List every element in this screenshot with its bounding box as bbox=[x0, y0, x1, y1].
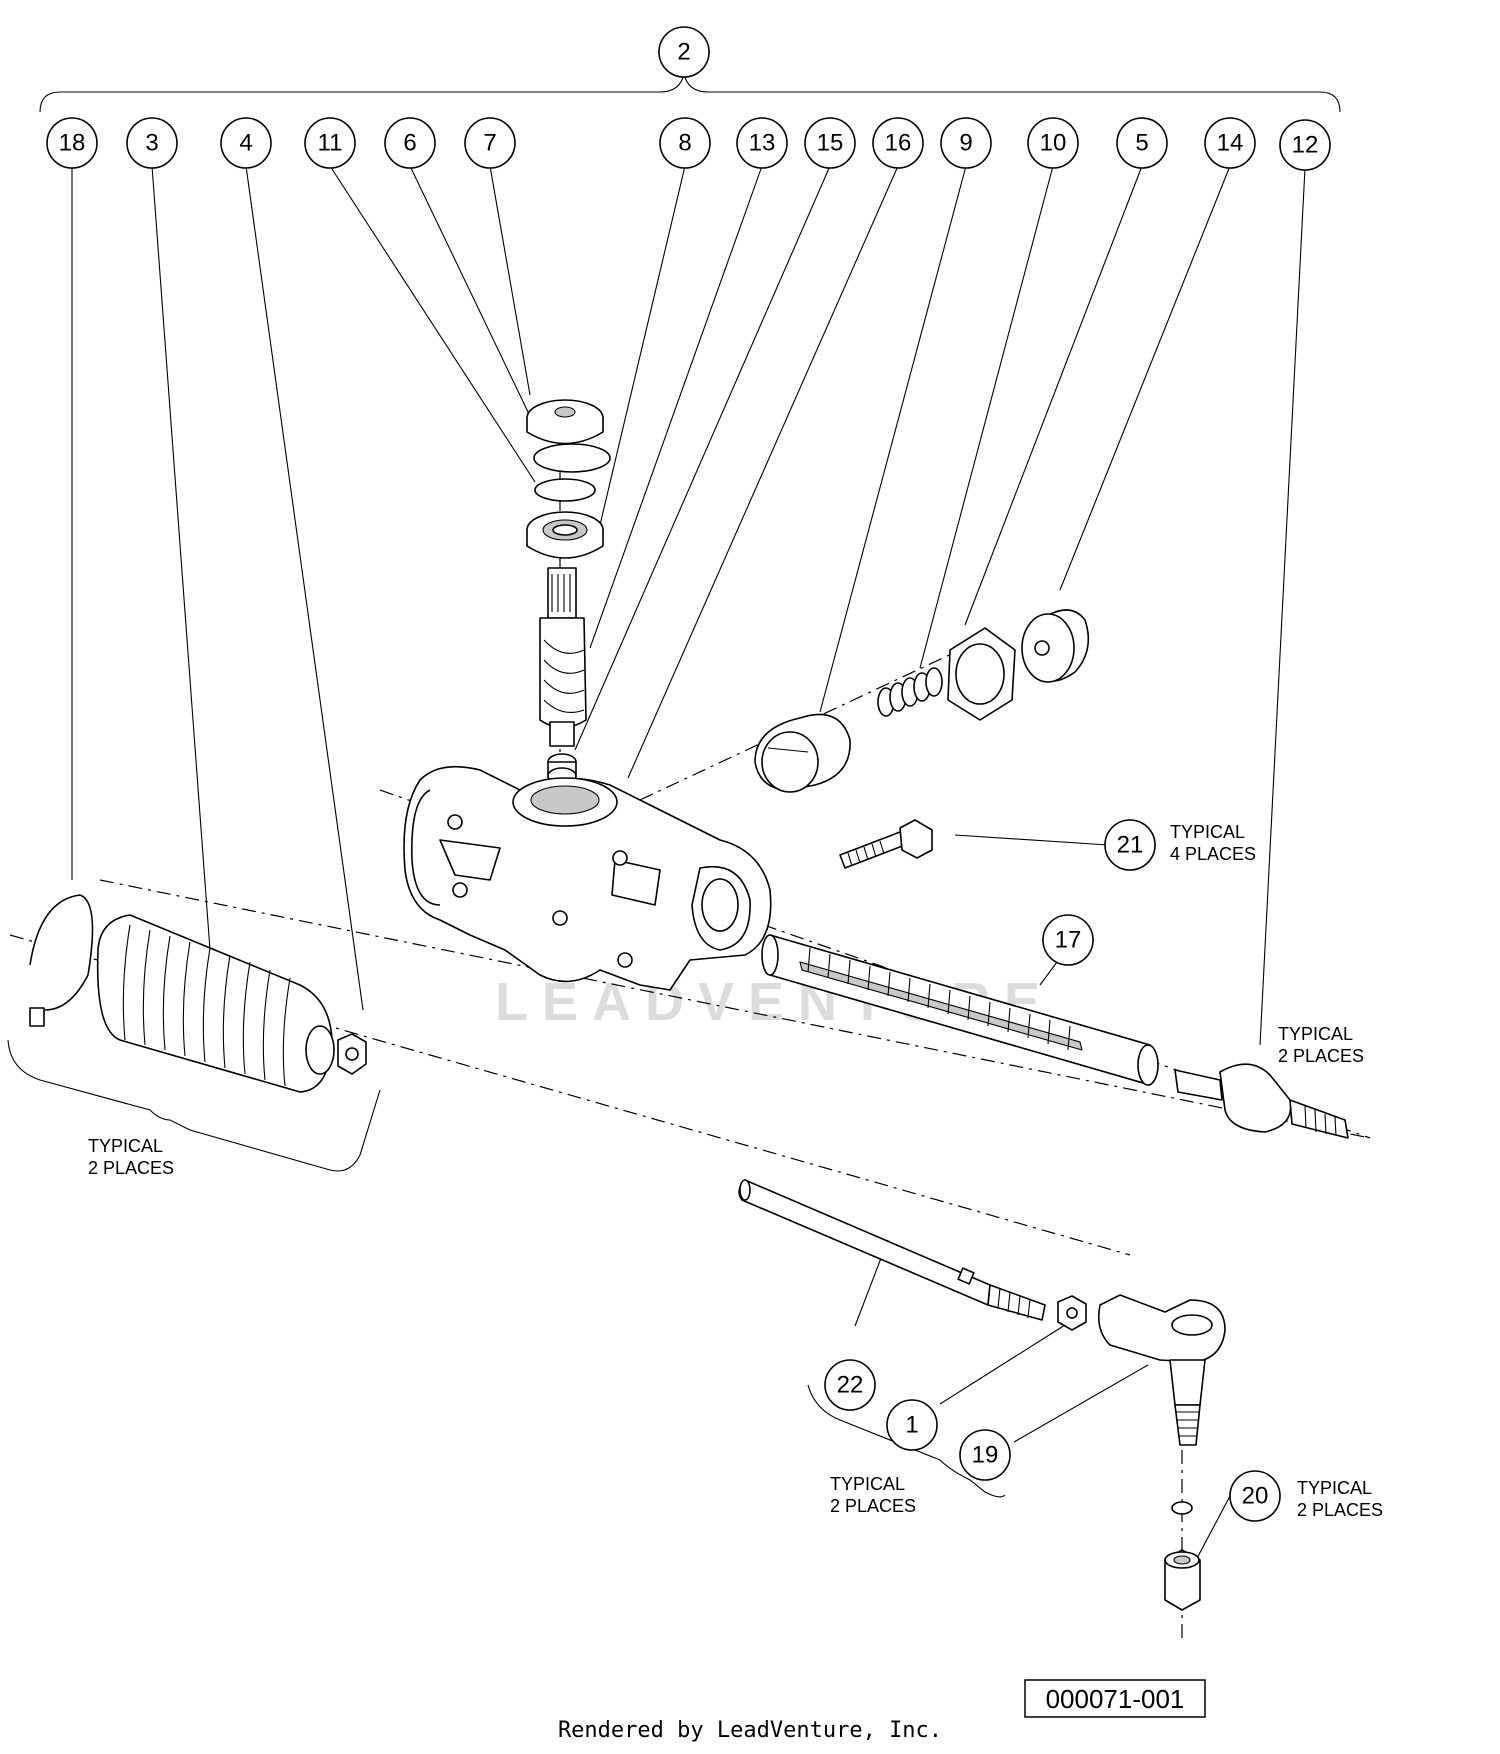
svg-text:2: 2 bbox=[677, 39, 690, 66]
callout-label: 5 bbox=[1135, 130, 1148, 157]
svg-text:TYPICAL: TYPICAL bbox=[1170, 822, 1245, 842]
adjuster-plug bbox=[1021, 609, 1090, 683]
note-20: TYPICAL 2 PLACES bbox=[1297, 1478, 1383, 1520]
callout-label: 17 bbox=[1055, 927, 1082, 954]
steering-rack bbox=[761, 934, 1159, 1086]
pinion-bearing bbox=[526, 511, 604, 559]
svg-text:2 PLACES: 2 PLACES bbox=[830, 1496, 916, 1516]
washer-small bbox=[1171, 1501, 1193, 1515]
callout-label: 4 bbox=[239, 130, 252, 157]
mounting-bolt bbox=[839, 819, 933, 869]
svg-text:000071-001: 000071-001 bbox=[1046, 1684, 1185, 1714]
callout-label: 18 bbox=[59, 130, 86, 157]
callout-17: 17 bbox=[1042, 914, 1094, 966]
outer-tie-rod-end bbox=[1097, 1294, 1226, 1446]
callout-9: 9 bbox=[940, 117, 992, 169]
callout-11: 11 bbox=[304, 117, 356, 169]
steering-housing bbox=[403, 765, 772, 991]
callout-label: 21 bbox=[1117, 832, 1144, 859]
callout-4: 4 bbox=[220, 117, 272, 169]
boot-typical-bracket bbox=[7, 1039, 381, 1172]
tie-rod-jam-nut bbox=[1057, 1295, 1087, 1331]
callout-22: 22 bbox=[824, 1359, 876, 1411]
jam-nut bbox=[337, 1033, 367, 1075]
callout-2: 2 bbox=[658, 26, 710, 78]
callout-19: 19 bbox=[959, 1429, 1011, 1481]
tie-rod-typical-bracket bbox=[807, 1384, 1006, 1498]
leader-lines bbox=[71, 165, 1306, 1563]
callout-label: 7 bbox=[483, 130, 496, 157]
callout-10: 10 bbox=[1027, 117, 1079, 169]
svg-text:2 PLACES: 2 PLACES bbox=[88, 1158, 174, 1178]
callout-label: 8 bbox=[678, 130, 691, 157]
callout-6: 6 bbox=[384, 117, 436, 169]
callout-label: 20 bbox=[1242, 1483, 1269, 1510]
assembly-bracket bbox=[39, 73, 1341, 113]
callout-12: 12 bbox=[1279, 119, 1331, 171]
svg-text:2 PLACES: 2 PLACES bbox=[1297, 1500, 1383, 1520]
callout-13: 13 bbox=[736, 117, 788, 169]
callout-label: 9 bbox=[959, 130, 972, 157]
callout-7: 7 bbox=[464, 117, 516, 169]
tie-rod-tube bbox=[738, 1179, 1046, 1321]
svg-text:2 PLACES: 2 PLACES bbox=[1278, 1046, 1364, 1066]
pinion-gear bbox=[539, 567, 587, 747]
render-credit: Rendered by LeadVenture, Inc. bbox=[557, 1718, 943, 1743]
note-boot: TYPICAL 2 PLACES bbox=[88, 1136, 174, 1178]
callout-16: 16 bbox=[872, 117, 924, 169]
bellows-boot bbox=[96, 914, 335, 1093]
callout-label: 19 bbox=[972, 1442, 999, 1469]
callout-1: 1 bbox=[886, 1399, 938, 1451]
yoke-spring bbox=[877, 667, 943, 717]
svg-text:TYPICAL: TYPICAL bbox=[88, 1136, 163, 1156]
svg-text:4 PLACES: 4 PLACES bbox=[1170, 844, 1256, 864]
note-22: TYPICAL 2 PLACES bbox=[830, 1474, 916, 1516]
callout-label: 1 bbox=[905, 1412, 918, 1439]
callout-label: 11 bbox=[318, 130, 343, 157]
note-12: TYPICAL 2 PLACES bbox=[1278, 1024, 1364, 1066]
callout-20: 20 bbox=[1229, 1470, 1281, 1522]
callout-14: 14 bbox=[1204, 117, 1256, 169]
retaining-ring-large bbox=[533, 443, 611, 473]
callout-21: 21 bbox=[1104, 819, 1156, 871]
figure-id: 000071-001 bbox=[1024, 1679, 1206, 1718]
callout-label: 3 bbox=[145, 130, 158, 157]
retaining-ring-small bbox=[534, 478, 596, 502]
callout-3: 3 bbox=[126, 117, 178, 169]
callout-label: 6 bbox=[403, 130, 416, 157]
callout-label: 10 bbox=[1040, 130, 1067, 157]
svg-text:TYPICAL: TYPICAL bbox=[1278, 1024, 1353, 1044]
callout-label: 22 bbox=[837, 1372, 864, 1399]
adjuster-lock-nut bbox=[947, 627, 1016, 721]
rack-yoke bbox=[754, 713, 851, 793]
callout-label: 15 bbox=[817, 130, 844, 157]
callout-label: 12 bbox=[1292, 132, 1319, 159]
castle-nut bbox=[1164, 1549, 1201, 1611]
callout-18: 18 bbox=[46, 117, 98, 169]
svg-text:TYPICAL: TYPICAL bbox=[1297, 1478, 1372, 1498]
inner-tie-rod-end bbox=[1174, 1063, 1349, 1139]
note-21: TYPICAL 4 PLACES bbox=[1170, 822, 1256, 864]
callout-5: 5 bbox=[1116, 117, 1168, 169]
callout-8: 8 bbox=[659, 117, 711, 169]
callout-15: 15 bbox=[804, 117, 856, 169]
callout-label: 13 bbox=[749, 130, 776, 157]
callout-label: 14 bbox=[1217, 130, 1244, 157]
boot-clamp bbox=[29, 894, 94, 1027]
callout-label: 16 bbox=[885, 130, 912, 157]
pinion-seal bbox=[526, 399, 604, 445]
svg-text:TYPICAL: TYPICAL bbox=[830, 1474, 905, 1494]
